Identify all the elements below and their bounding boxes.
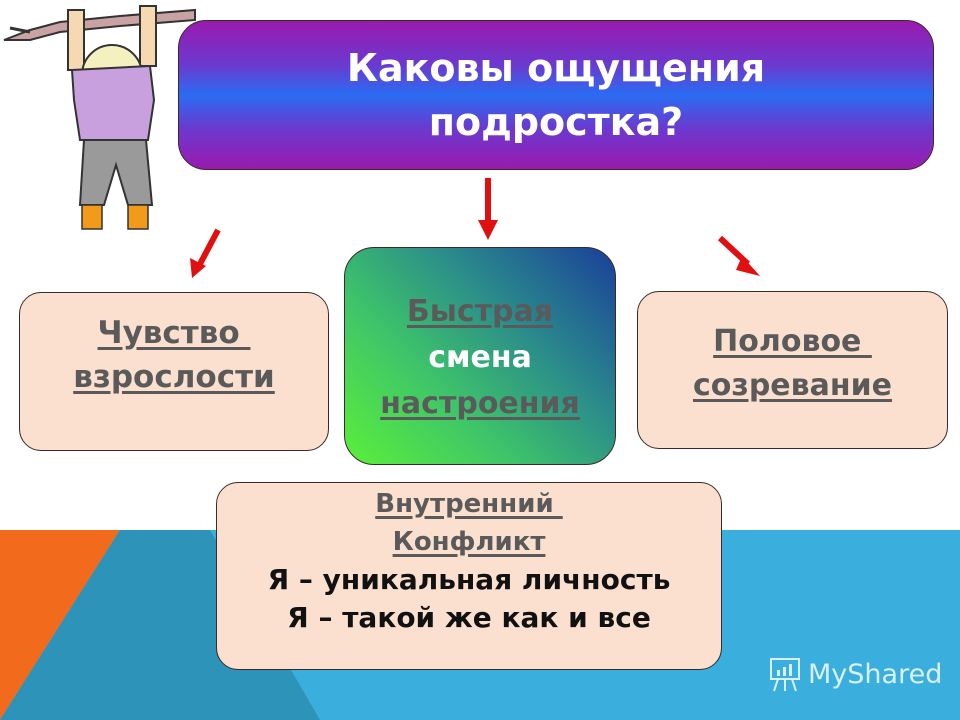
bottom-box-line-1: Я – уникальная личность [267,563,671,596]
mid-box-line-3: настроения [380,386,580,421]
right-box-line-2: созревание [693,368,892,403]
bottom-box-heading-1: Внутренний [375,489,563,519]
adulthood-feeling-box: Чувство взрослости [19,292,329,451]
bottom-box-heading-2: Конфликт [392,527,546,557]
bottom-box-line-2: Я – такой же как и все [287,601,651,634]
right-box-line-1: Половое [713,324,872,359]
mid-box-line-1: Быстрая [406,294,554,329]
title-line-1: Каковы ощущения [346,46,766,90]
watermark-text: MyShared [808,658,943,690]
left-box-line-1: Чувство [97,315,251,351]
title-line-2: подростка? [428,100,684,144]
girl-hanging-illustration [3,5,196,230]
left-box-line-2: взрослости [73,359,275,395]
mood-swings-box: Быстрая смена настроения [344,247,616,465]
arrow-down-left-icon [190,228,221,278]
myshared-watermark: MyShared [768,655,942,693]
title-box: Каковы ощущения подростка? [178,20,934,170]
puberty-box: Половое созревание [637,291,948,449]
presentation-board-icon [770,658,800,692]
arrow-down-right-icon [717,235,760,276]
mid-box-line-2: смена [428,340,532,375]
inner-conflict-box: Внутренний Конфликт Я – уникальная лично… [216,482,722,670]
arrow-down-icon [478,178,498,240]
